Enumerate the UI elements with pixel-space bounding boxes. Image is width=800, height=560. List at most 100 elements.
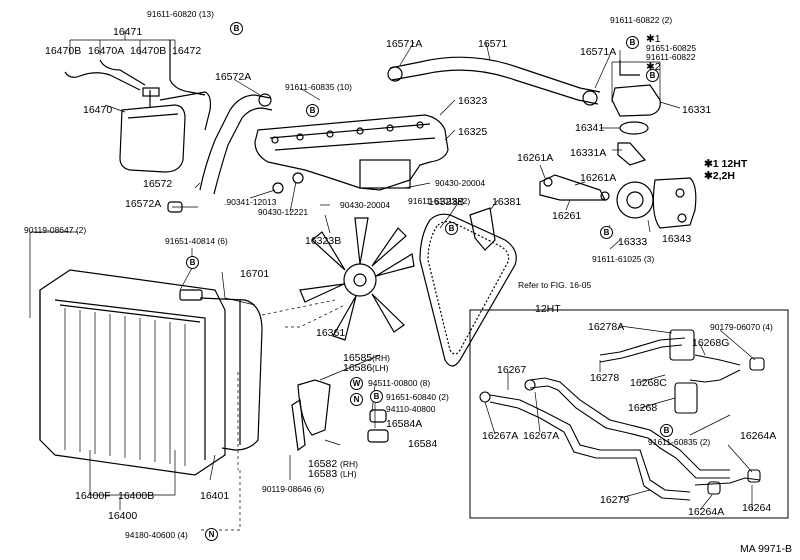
callout-b-icon: B (230, 22, 243, 35)
label-16323[interactable]: 16323 (458, 95, 488, 107)
label-16583[interactable]: 16583 (308, 468, 338, 480)
label-91611-61018[interactable]: 91611-61018 (2) (408, 196, 471, 206)
label-16572a[interactable]: 16572A (215, 71, 252, 83)
leader-lines (29, 30, 681, 531)
callout-b-icon: B (370, 390, 383, 403)
label-94511-00800[interactable]: 94511-00800 (8) (368, 378, 431, 388)
label-16470[interactable]: 16470 (83, 104, 113, 116)
label-16261[interactable]: 16261 (552, 210, 582, 222)
label-90430-20004[interactable]: 90430-20004 (340, 200, 391, 210)
label-note-12ht: ✱1 12HT (704, 158, 748, 170)
label-90179-06070[interactable]: 90179-06070 (4) (710, 322, 773, 332)
callout-n-icon: N (350, 393, 363, 406)
label-91611-61025[interactable]: 91611-61025 (3) (592, 254, 655, 264)
label-16268c[interactable]: 16268C (630, 377, 667, 389)
callout-b-icon: B (626, 36, 639, 49)
label-90430-20004[interactable]: 90430-20004 (435, 178, 486, 188)
label-16267a[interactable]: 16267A (482, 430, 519, 442)
label-16343[interactable]: 16343 (662, 233, 692, 245)
label-16471[interactable]: 16471 (113, 26, 143, 38)
label-16264[interactable]: 16264 (742, 502, 772, 514)
fan-shroud[interactable] (199, 297, 263, 451)
label-16571a[interactable]: 16571A (386, 38, 423, 50)
label-90430-12221[interactable]: 90430-12221 (258, 207, 309, 217)
label-16278[interactable]: 16278 (590, 372, 620, 384)
label-16584[interactable]: 16584 (408, 438, 438, 450)
label-16264a[interactable]: 16264A (688, 506, 725, 518)
label-16586[interactable]: 16586 (343, 362, 373, 374)
label-16582-rh: (RH) (340, 459, 358, 469)
label-16585-rh: (RH) (372, 353, 390, 363)
label-16586-lh: (LH) (372, 363, 389, 373)
label-16470b[interactable]: 16470B (130, 45, 167, 57)
label-16261a[interactable]: 16261A (580, 172, 617, 184)
radiator-mount-brackets[interactable] (291, 379, 389, 452)
callout-b-icon: B (306, 104, 319, 117)
label-16268[interactable]: 16268 (628, 402, 658, 414)
callout-n-icon: N (205, 528, 218, 541)
heater-pipes[interactable] (479, 329, 765, 501)
label-16323b[interactable]: 16323B (305, 235, 342, 247)
label-16361[interactable]: 16361 (316, 327, 346, 339)
label-91651-40814[interactable]: 91651-40814 (6) (165, 236, 228, 246)
label-16585[interactable]: 16585 (343, 352, 373, 364)
label-16381[interactable]: 16381 (492, 196, 522, 208)
radiator[interactable] (39, 269, 226, 476)
label-16584a[interactable]: 16584A (386, 418, 423, 430)
label-90119-08646[interactable]: 90119-08646 (6) (262, 484, 325, 494)
water-pump[interactable] (616, 177, 697, 229)
label-16470b[interactable]: 16470B (45, 45, 82, 57)
label-16268g[interactable]: 16268G (692, 337, 730, 349)
label-91651-60840[interactable]: 91651-60840 (2) (386, 392, 449, 402)
label-16470a[interactable]: 16470A (88, 45, 125, 57)
label-16267[interactable]: 16267 (497, 364, 527, 376)
label-90341-12013[interactable]: .90341-12013 (224, 197, 277, 207)
label-91611-60822b[interactable]: 91611-60822 (646, 52, 696, 62)
label-16264a[interactable]: 16264A (740, 430, 777, 442)
label-16572[interactable]: 16572 (143, 178, 173, 190)
v-belt[interactable] (419, 213, 517, 367)
label-91611-60820[interactable]: 91611-60820 (13) (147, 9, 214, 19)
label-16582[interactable]: 16582 (308, 458, 338, 470)
label-16341[interactable]: 16341 (575, 122, 605, 134)
label-91611-60835b[interactable]: 91611-60835 (2) (648, 437, 711, 447)
label-16333[interactable]: 16333 (618, 236, 648, 248)
callout-b-icon: B (646, 69, 659, 82)
label-16401[interactable]: 16401 (200, 490, 230, 502)
belt-bracket[interactable] (469, 207, 496, 251)
label-91651-60825[interactable]: 91651-60825 (646, 43, 697, 53)
bypass-hose[interactable] (387, 56, 601, 106)
label-94180-40600[interactable]: 94180-40600 (4) (125, 530, 188, 540)
label-16325[interactable]: 16325 (458, 126, 488, 138)
label-16278a[interactable]: 16278A (588, 321, 625, 333)
label-16571[interactable]: 16571 (478, 38, 508, 50)
label-91611-60822[interactable]: 91611-60822 (2) (610, 15, 673, 25)
callout-b-icon: B (660, 424, 673, 437)
label-16472[interactable]: 16472 (172, 45, 202, 57)
inset-title-12ht: 12HT (535, 303, 561, 315)
label-note-2h: ✱2,2H (704, 170, 735, 182)
label-16400f[interactable]: 16400F (75, 490, 111, 502)
label-16400[interactable]: 16400 (108, 510, 138, 522)
label-90119-08647[interactable]: 90119-08647 (2) (24, 225, 87, 235)
label-94110-40800[interactable]: 94110-40800 (386, 404, 436, 414)
reservoir-tank[interactable] (119, 87, 212, 173)
label-16400b[interactable]: 16400B (118, 490, 155, 502)
cooling-fan[interactable] (299, 217, 415, 341)
label-16279[interactable]: 16279 (600, 494, 630, 506)
label-16701[interactable]: 16701 (240, 268, 270, 280)
label-16572a[interactable]: 16572A (125, 198, 162, 210)
label-16331[interactable]: 16331 (682, 104, 712, 116)
12ht-inset-box (469, 309, 789, 519)
water-outlet-housing[interactable] (254, 114, 449, 191)
label-16323b[interactable]: 16323B (428, 196, 465, 208)
label-16261a[interactable]: 16261A (517, 152, 554, 164)
label-91611-60835[interactable]: 91611-60835 (10) (285, 82, 352, 92)
bypass-pipe[interactable] (539, 174, 610, 201)
label-16267a[interactable]: 16267A (523, 430, 560, 442)
label-16331a[interactable]: 16331A (570, 147, 607, 159)
label-refer-fig[interactable]: Refer to FIG. 16-05 (518, 280, 592, 290)
label-16571a[interactable]: 16571A (580, 46, 617, 58)
overflow-hoses[interactable] (64, 40, 206, 96)
